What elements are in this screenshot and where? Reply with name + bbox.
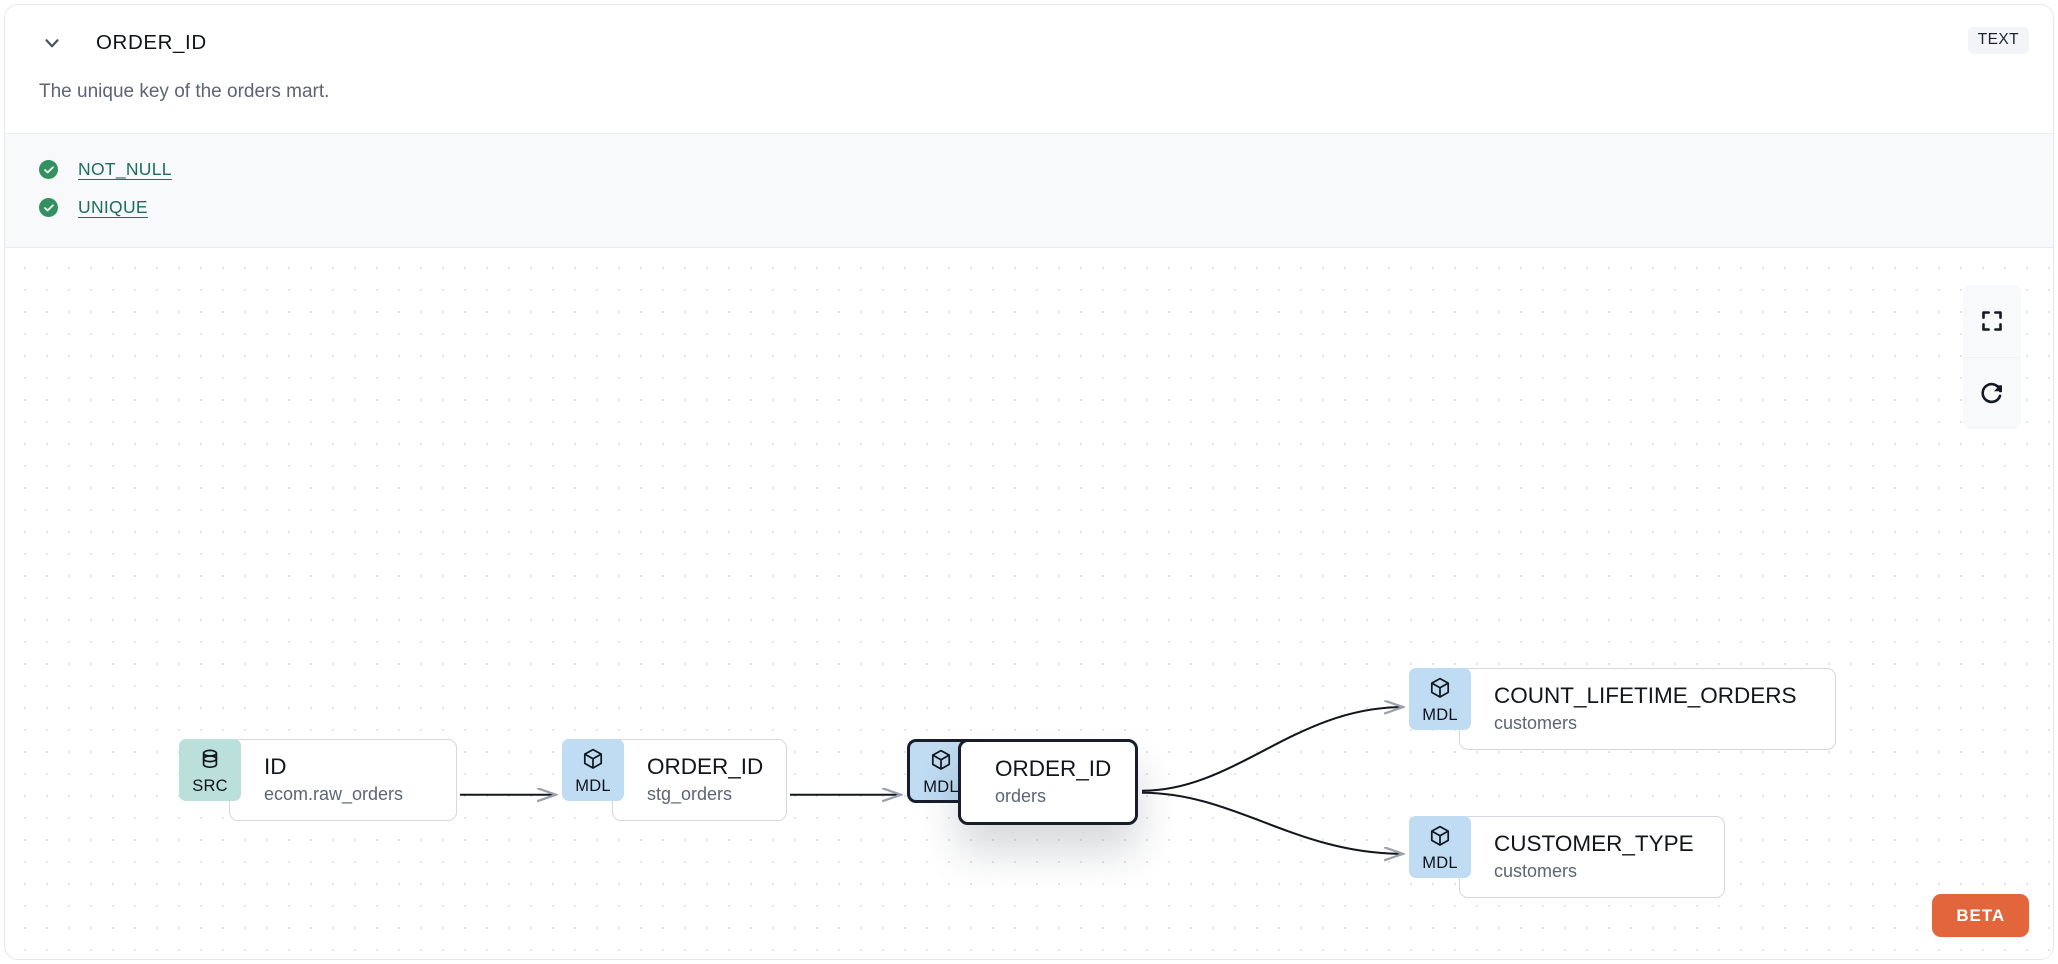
node-body: ID ecom.raw_orders: [229, 738, 457, 822]
node-badge-mdl: MDL: [562, 738, 624, 802]
reset-layout-button[interactable]: [1963, 356, 2021, 429]
node-badge-label: MDL: [1422, 705, 1458, 724]
node-badge-mdl: MDL: [1409, 815, 1471, 879]
chevron-down-icon[interactable]: [39, 30, 65, 56]
edge-bezier: [1141, 707, 1403, 792]
lineage-node-stg-orders[interactable]: MDL ORDER_ID stg_orders: [562, 738, 787, 822]
lineage-node-count-lifetime-orders[interactable]: MDL COUNT_LIFETIME_ORDERS customers: [1409, 667, 1836, 751]
node-badge-label: SRC: [192, 776, 228, 795]
column-detail-card: ORDER_ID TEXT The unique key of the orde…: [4, 4, 2054, 960]
beta-badge[interactable]: BETA: [1932, 894, 2029, 937]
node-subtitle: customers: [1494, 860, 1578, 881]
tests-section: NOT_NULL UNIQUE: [5, 132, 2053, 248]
test-row: UNIQUE: [5, 189, 2053, 227]
node-body: ORDER_ID orders: [958, 738, 1138, 826]
description-section: The unique key of the orders mart.: [5, 80, 2053, 133]
node-badge-label: MDL: [1422, 853, 1458, 872]
node-name: ORDER_ID: [647, 753, 764, 779]
edge-bezier: [1141, 791, 1403, 854]
card-header: ORDER_ID TEXT: [5, 5, 2053, 80]
column-description: The unique key of the orders mart.: [39, 81, 330, 102]
fullscreen-icon: [1980, 309, 2004, 333]
check-circle-icon: [39, 198, 58, 218]
database-icon: [198, 747, 222, 776]
node-body: ORDER_ID stg_orders: [612, 738, 787, 822]
node-name: ORDER_ID: [995, 755, 1112, 781]
cube-icon: [1428, 824, 1452, 853]
canvas-controls: [1963, 284, 2021, 429]
lineage-canvas[interactable]: SRC ID ecom.raw_orders MDL ORDER_ID stg_…: [5, 247, 2053, 959]
node-badge-src: SRC: [179, 738, 241, 802]
lineage-node-customer-type[interactable]: MDL CUSTOMER_TYPE customers: [1409, 815, 1725, 899]
refresh-icon: [1979, 380, 2005, 406]
node-name: ID: [264, 753, 287, 779]
node-name: COUNT_LIFETIME_ORDERS: [1494, 682, 1797, 708]
test-row: NOT_NULL: [5, 151, 2053, 189]
node-subtitle: orders: [995, 785, 1047, 806]
check-circle-icon: [39, 160, 58, 180]
test-link-unique[interactable]: UNIQUE: [78, 197, 148, 218]
column-type-badge: TEXT: [1967, 27, 2029, 54]
page-title: ORDER_ID: [96, 30, 207, 54]
test-link-not-null[interactable]: NOT_NULL: [78, 159, 172, 180]
node-badge-label: MDL: [923, 777, 959, 796]
lineage-node-orders-selected[interactable]: MDL ORDER_ID orders: [907, 738, 1138, 826]
node-subtitle: stg_orders: [647, 783, 733, 804]
cube-icon: [1428, 676, 1452, 705]
node-badge-mdl: MDL: [1409, 667, 1471, 731]
node-badge-label: MDL: [575, 776, 611, 795]
node-name: CUSTOMER_TYPE: [1494, 830, 1694, 856]
lineage-node-src-id[interactable]: SRC ID ecom.raw_orders: [179, 738, 457, 822]
node-subtitle: ecom.raw_orders: [264, 783, 404, 804]
cube-icon: [581, 747, 605, 776]
cube-icon: [929, 748, 953, 777]
node-subtitle: customers: [1494, 712, 1578, 733]
node-body: COUNT_LIFETIME_ORDERS customers: [1459, 667, 1836, 751]
node-body: CUSTOMER_TYPE customers: [1459, 815, 1725, 899]
lineage-edges: [460, 248, 2053, 959]
fit-view-button[interactable]: [1963, 285, 2021, 357]
